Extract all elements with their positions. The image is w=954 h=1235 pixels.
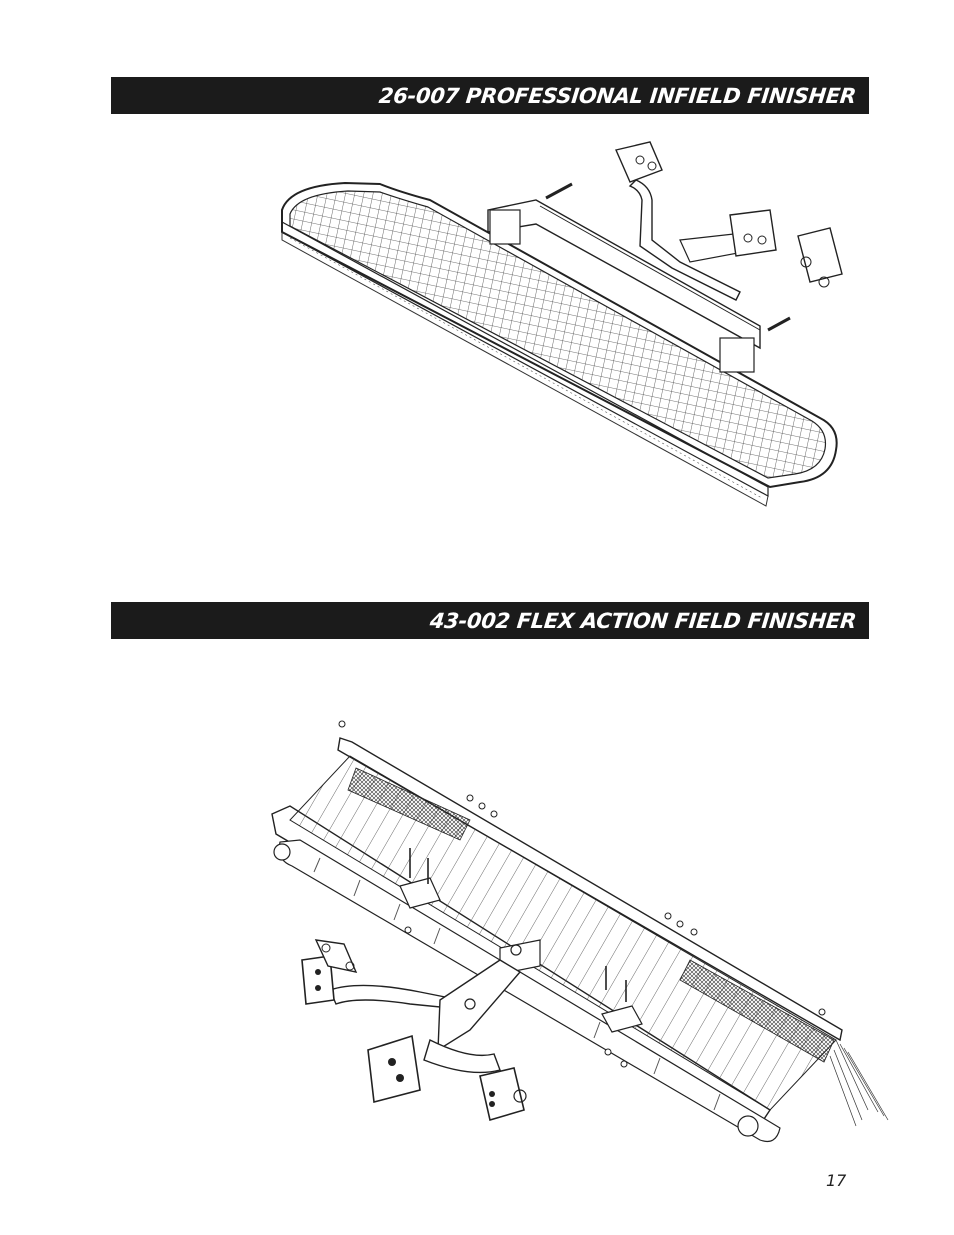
section-title-banner-2: 43-002 FLEX ACTION FIELD FINISHER	[111, 602, 869, 639]
page-number: 17	[826, 1171, 847, 1190]
section-title-banner-1: 26-007 PROFESSIONAL INFIELD FINISHER	[111, 77, 869, 114]
infield-finisher-mesh-drag-drawing	[281, 141, 843, 507]
